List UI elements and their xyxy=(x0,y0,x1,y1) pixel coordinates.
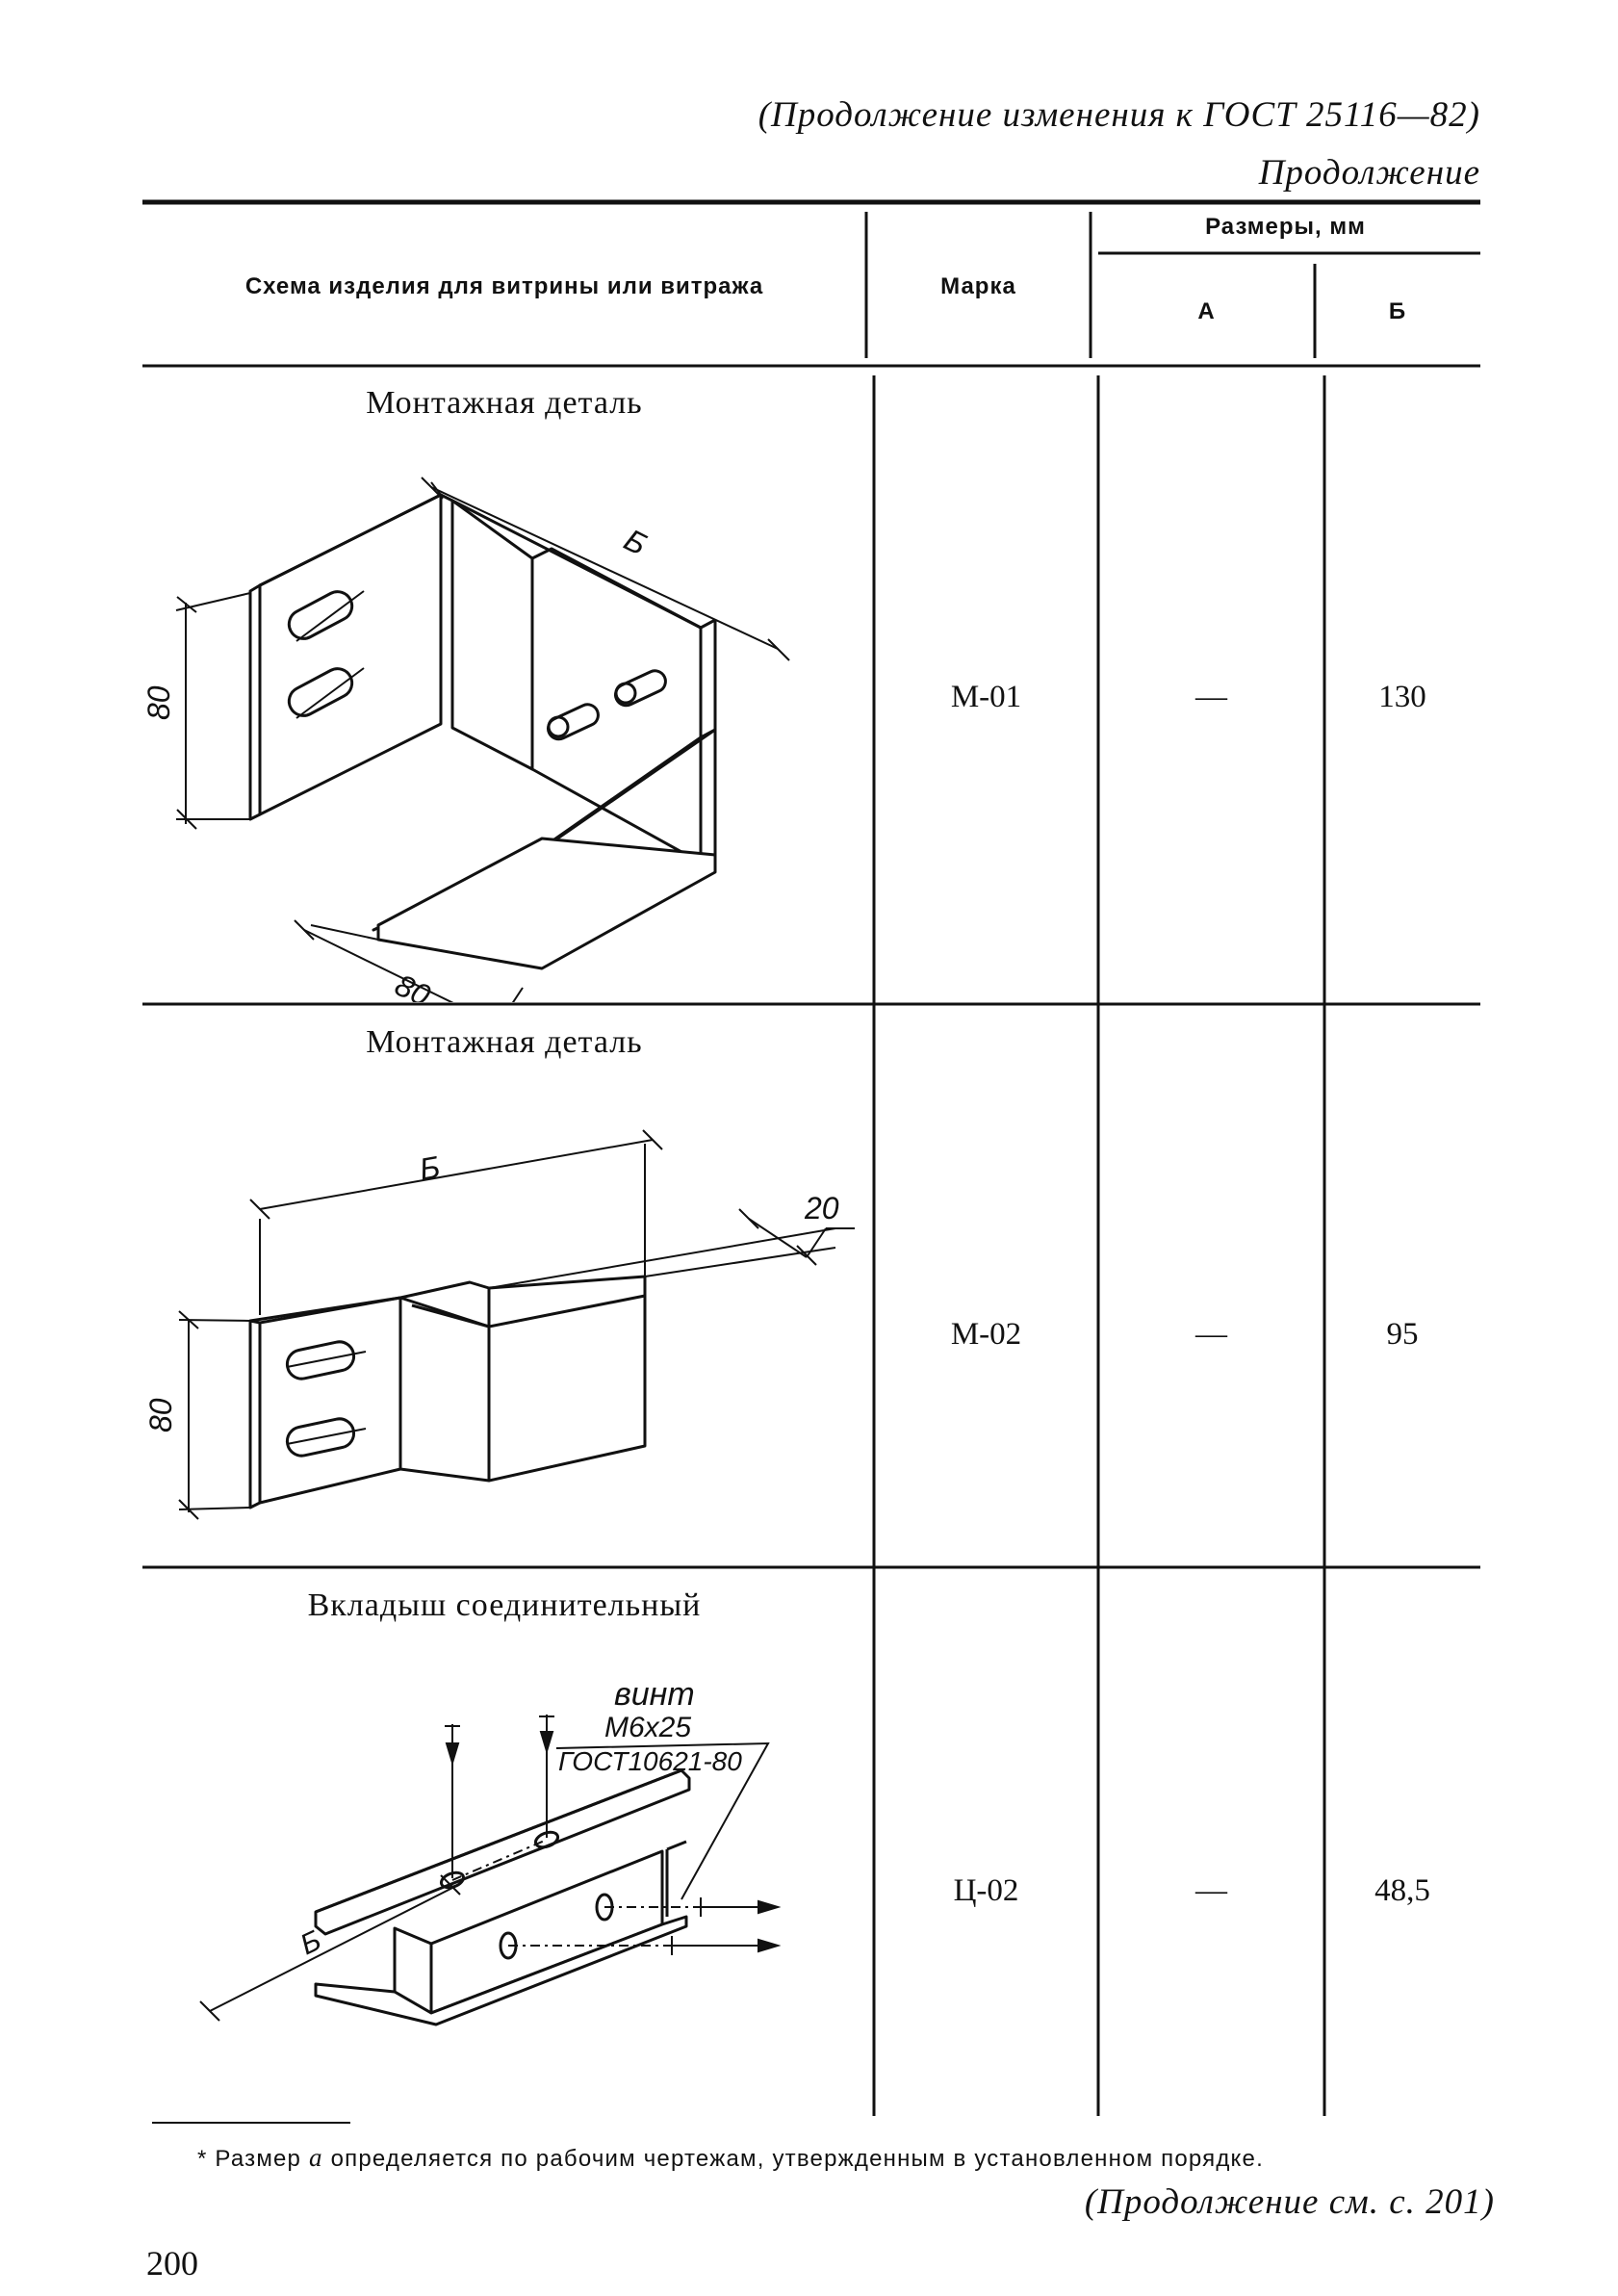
row-2-dim-b: 95 xyxy=(1386,1317,1419,1352)
mounting-part-m01-drawing: Б 80 80 xyxy=(142,477,790,1002)
footnote-divider xyxy=(152,2122,350,2124)
row-3-dim-a: — xyxy=(1195,1873,1227,1908)
page-number: 200 xyxy=(146,2244,198,2283)
row-1-dim-b: 130 xyxy=(1378,680,1426,714)
m02-height-label: 80 xyxy=(143,1398,178,1432)
row-2-dim-a: — xyxy=(1195,1317,1227,1352)
m02-offset-label: 20 xyxy=(804,1191,839,1225)
column-dim-b: Б xyxy=(1388,298,1407,324)
footnote-variable: а xyxy=(309,2143,323,2172)
column-dim-a: А xyxy=(1197,298,1216,324)
row-1-caption: Монтажная деталь xyxy=(366,385,643,421)
row-1-mark: М-01 xyxy=(950,680,1022,714)
row-3-mark: Ц-02 xyxy=(953,1873,1019,1908)
m01-depth-label: 80 xyxy=(390,967,436,1002)
column-scheme: Схема изделия для витрины или витража xyxy=(244,273,764,299)
row-3-dim-b: 48,5 xyxy=(1374,1873,1430,1908)
connecting-insert-c02-drawing: Б винт М6х25 ГОСТ10621-80 xyxy=(199,1676,782,2026)
row-1-dim-a: — xyxy=(1195,680,1227,714)
row-3-caption: Вкладыш соединительный xyxy=(307,1587,702,1623)
c02-screw-size: М6х25 xyxy=(604,1712,691,1743)
footnote: * Размер а определяется по рабочим черте… xyxy=(197,2143,1264,2173)
row-2-mark: М-02 xyxy=(950,1317,1022,1352)
column-mark: Марка xyxy=(940,273,1016,299)
c02-screw-std: ГОСТ10621-80 xyxy=(558,1746,742,1776)
continuation-footer: (Продолжение см. с. 201) xyxy=(1084,2182,1495,2222)
m01-height-label: 80 xyxy=(142,685,176,720)
m01-length-label: Б xyxy=(619,522,653,562)
row-2-caption: Монтажная деталь xyxy=(366,1024,643,1060)
products-table: Схема изделия для витрины или витража Ма… xyxy=(142,198,1480,2116)
footnote-text-before: Размер xyxy=(215,2146,302,2172)
mounting-part-m02-drawing: Б 20 80 xyxy=(143,1129,855,1520)
table-grid xyxy=(142,199,1480,2116)
footnote-text-after: определяется по рабочим чертежам, утверж… xyxy=(330,2146,1264,2172)
footnote-marker: * xyxy=(197,2146,208,2172)
column-dimensions: Размеры, мм xyxy=(1205,214,1366,240)
continuation-header: (Продолжение изменения к ГОСТ 25116—82) xyxy=(758,95,1480,135)
continued-label: Продолжение xyxy=(1258,153,1480,193)
c02-screw-label: винт xyxy=(614,1676,695,1713)
